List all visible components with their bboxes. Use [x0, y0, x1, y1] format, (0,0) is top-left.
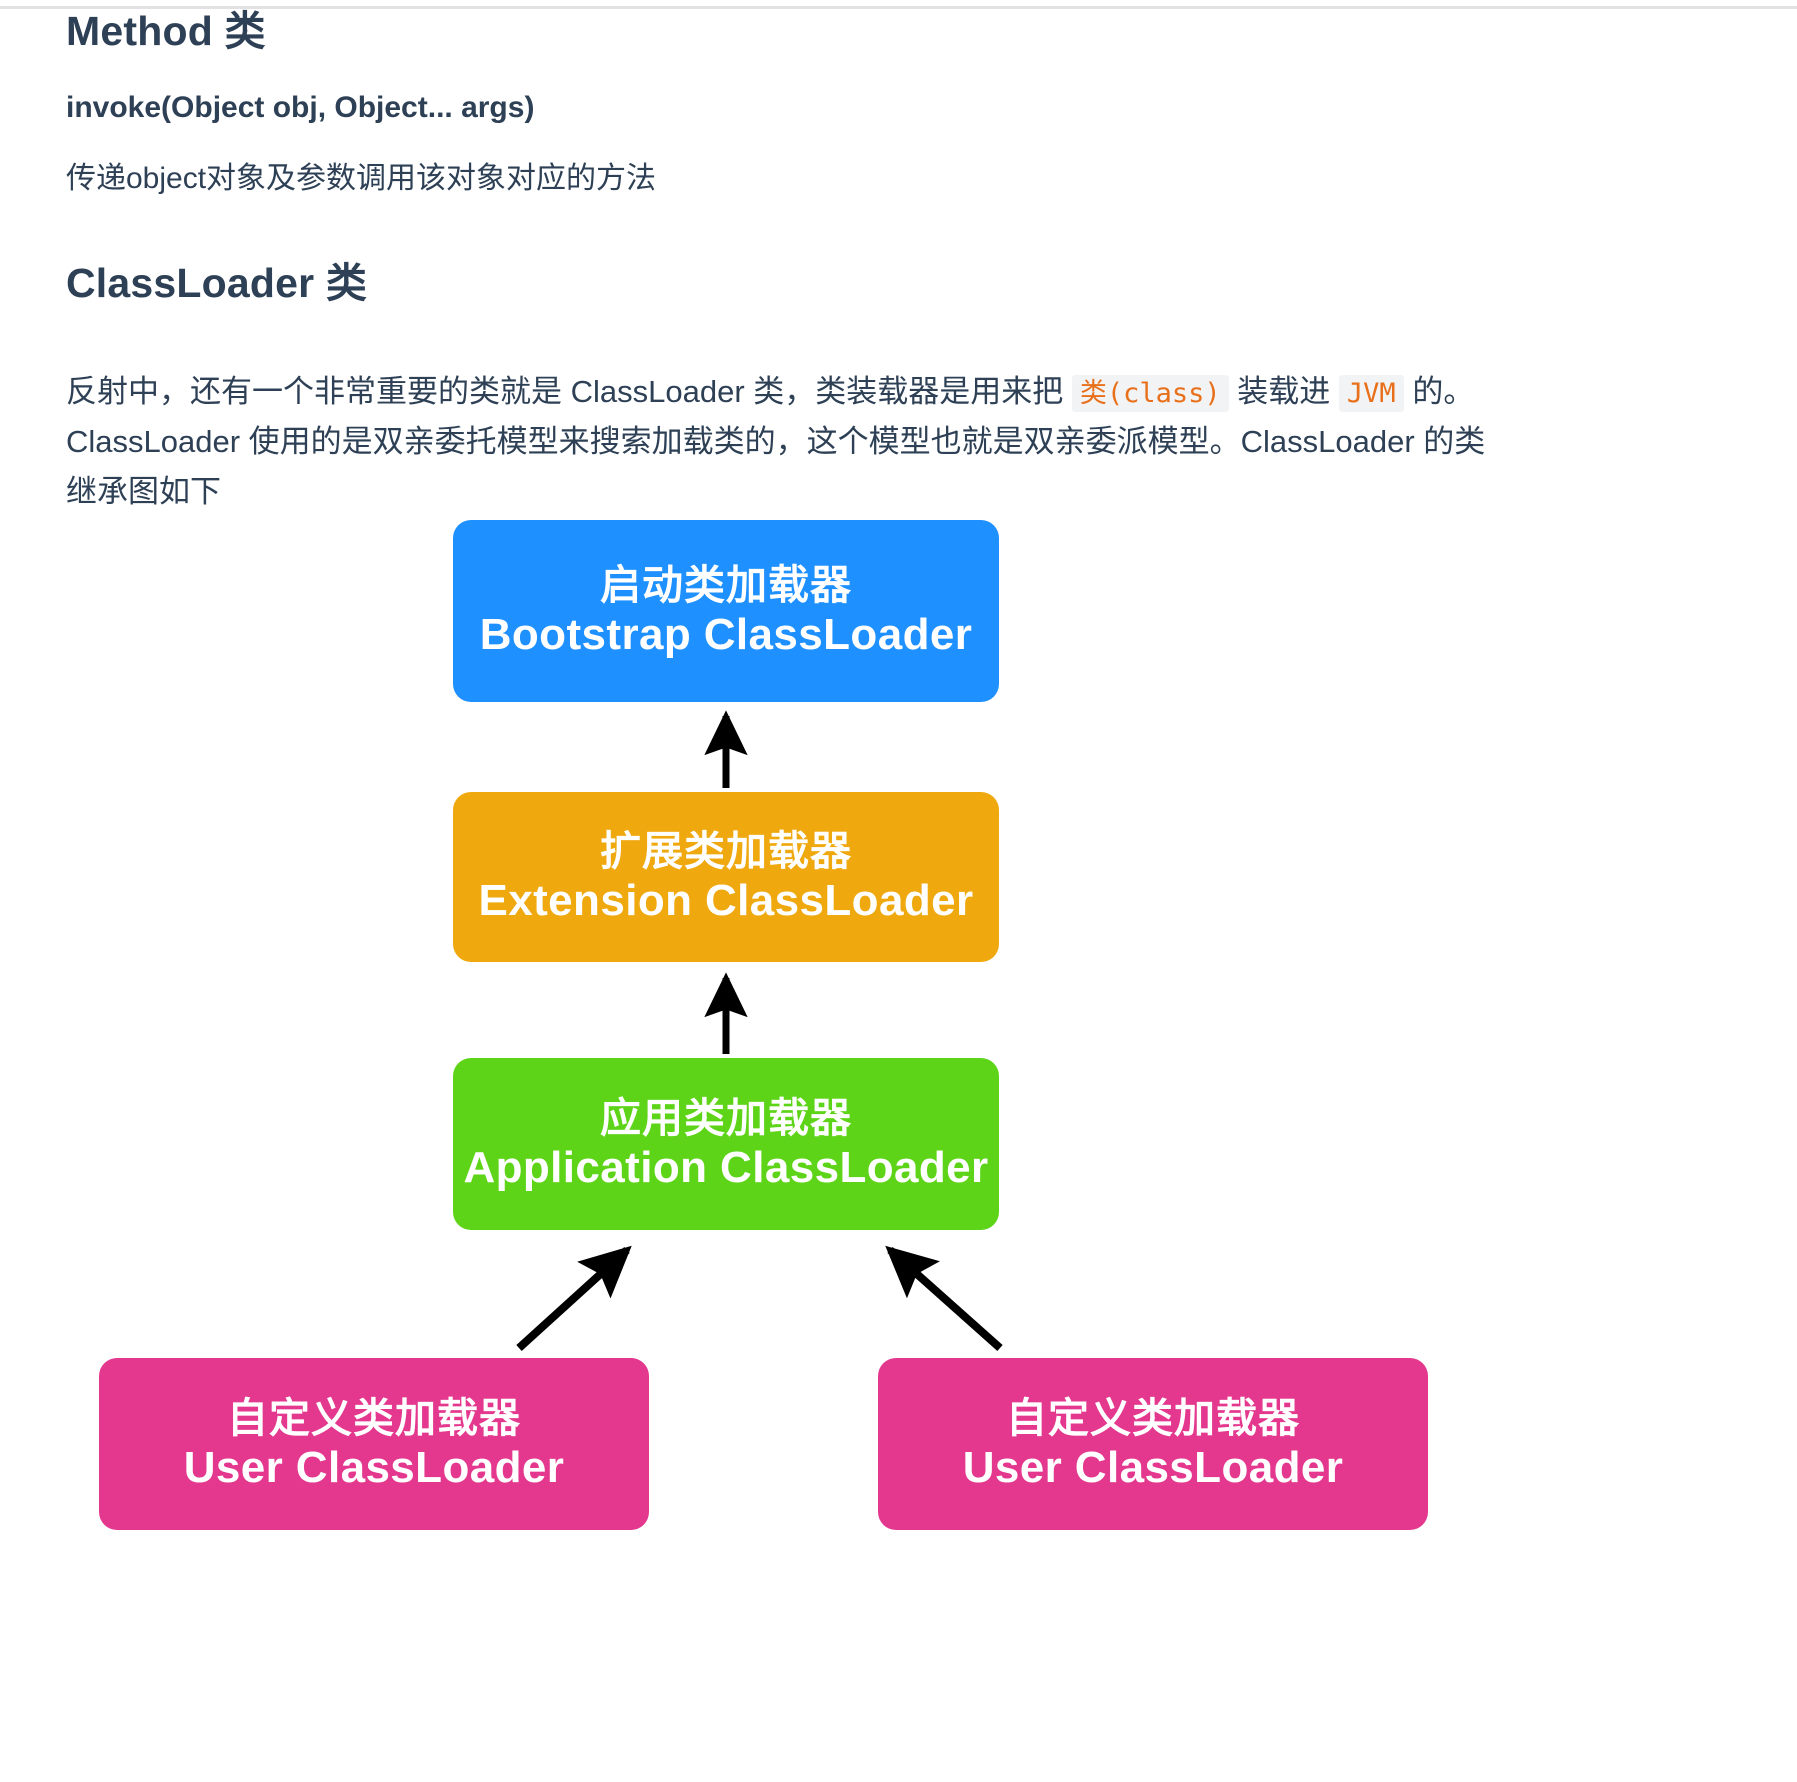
node-application-label-cn: 应用类加载器: [600, 1094, 852, 1141]
node-user-right-label-cn: 自定义类加载器: [1006, 1394, 1300, 1441]
paragraph-text-part-1: 反射中，还有一个非常重要的类就是 ClassLoader 类，类装载器是用来把: [66, 374, 1072, 409]
node-extension-label-cn: 扩展类加载器: [600, 827, 852, 874]
method-description: 传递object对象及参数调用该对象对应的方法: [66, 162, 657, 195]
classloader-hierarchy-diagram: 启动类加载器 Bootstrap ClassLoader 扩展类加载器 Exte…: [0, 520, 1797, 1782]
node-user-classloader-right[interactable]: 自定义类加载器 User ClassLoader: [878, 1358, 1428, 1530]
inline-code-class: 类(class): [1071, 375, 1229, 412]
node-application-classloader[interactable]: 应用类加载器 Application ClassLoader: [453, 1058, 999, 1230]
node-application-label-en: Application ClassLoader: [463, 1143, 989, 1193]
inline-code-jvm: JVM: [1338, 375, 1404, 412]
node-bootstrap-classloader[interactable]: 启动类加载器 Bootstrap ClassLoader: [453, 520, 999, 702]
node-user-left-label-cn: 自定义类加载器: [227, 1394, 521, 1441]
method-signature: invoke(Object obj, Object... args): [66, 91, 535, 124]
node-user-left-label-en: User ClassLoader: [183, 1443, 565, 1493]
node-user-right-label-en: User ClassLoader: [962, 1443, 1344, 1493]
top-divider: [0, 6, 1797, 9]
paragraph-text-part-2: 装载进: [1228, 374, 1339, 409]
arrow-user-left-to-application: [516, 1245, 632, 1351]
paragraph-text-part-3: 的。ClassLoader 使用的是双亲委托模型来搜索加载类的，这个模型也就是双…: [66, 374, 1486, 510]
node-bootstrap-label-en: Bootstrap ClassLoader: [479, 610, 973, 660]
node-user-classloader-left[interactable]: 自定义类加载器 User ClassLoader: [99, 1358, 649, 1530]
method-section-heading: Method 类: [66, 8, 266, 54]
arrow-user-right-to-application: [885, 1245, 1003, 1351]
node-extension-classloader[interactable]: 扩展类加载器 Extension ClassLoader: [453, 792, 999, 962]
classloader-section-heading: ClassLoader 类: [66, 260, 368, 306]
node-bootstrap-label-cn: 启动类加载器: [600, 561, 852, 608]
diagram-arrows: [516, 710, 1003, 1351]
classloader-paragraph: 反射中，还有一个非常重要的类就是 ClassLoader 类，类装载器是用来把 …: [66, 367, 1496, 518]
node-extension-label-en: Extension ClassLoader: [478, 876, 974, 926]
